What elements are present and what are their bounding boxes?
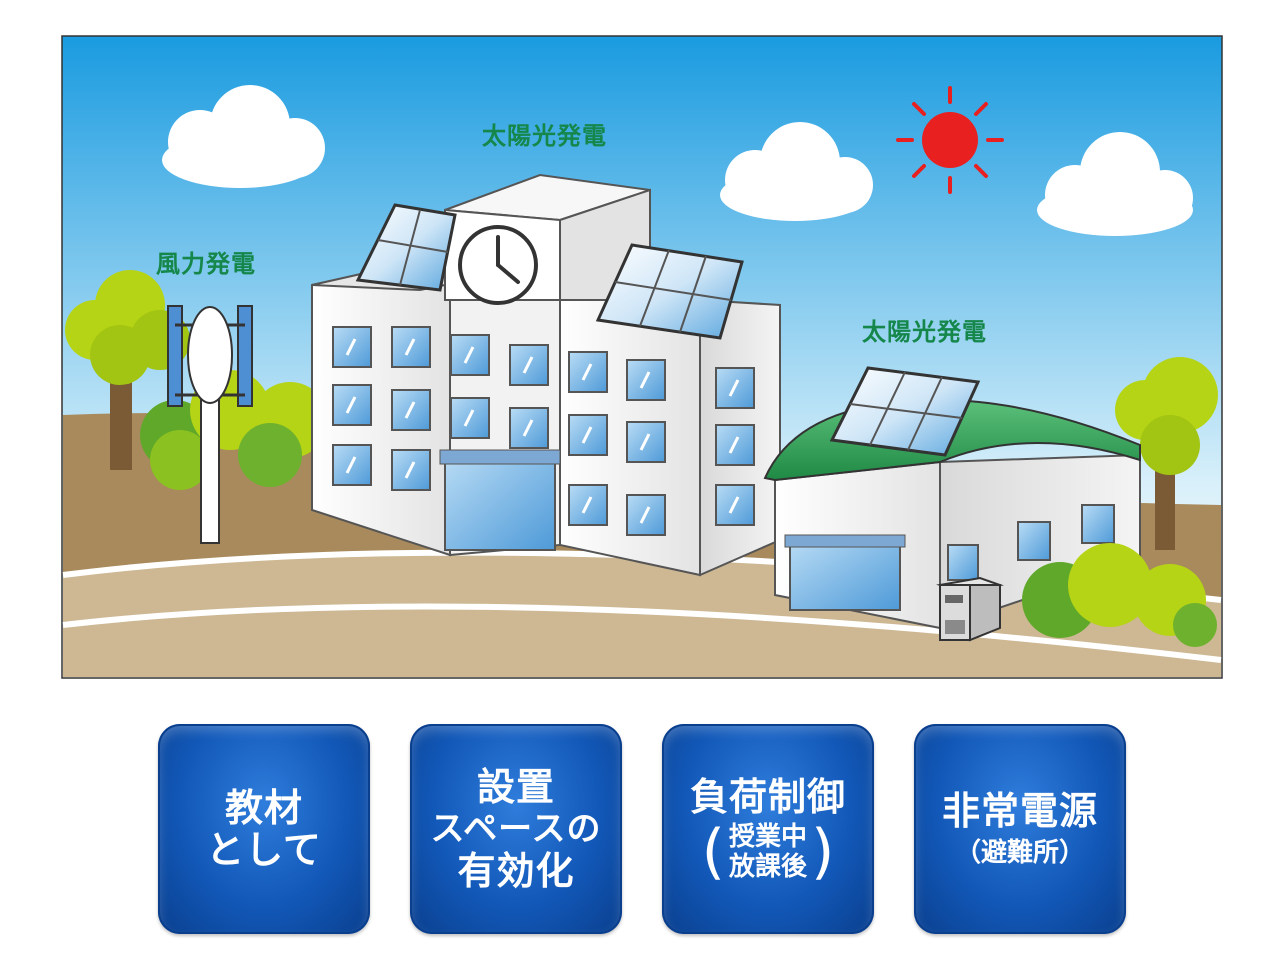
tile-3-paren-group: ( 授業中 放課後 ) xyxy=(702,822,835,882)
window-glare xyxy=(639,433,651,451)
feature-tiles: 教材 として 設置 スペースの 有効化 負荷制御 ( 授業中 放課後 ) 非常電… xyxy=(0,720,1280,940)
window-glare xyxy=(728,379,740,397)
cloud-center xyxy=(720,122,873,221)
tile-load-control: 負荷制御 ( 授業中 放課後 ) xyxy=(662,724,874,934)
school-energy-illustration xyxy=(61,35,1223,679)
window-glare xyxy=(581,426,593,444)
cloud-left xyxy=(162,85,325,188)
window-glare xyxy=(463,409,475,427)
tile-teaching-material: 教材 として xyxy=(158,724,370,934)
window-glare xyxy=(345,338,357,356)
power-conditioner-icon xyxy=(936,576,1004,642)
tile-2-line-3: 有効化 xyxy=(457,849,575,893)
window-glare xyxy=(728,496,740,514)
window-glare xyxy=(581,496,593,514)
clock-icon xyxy=(458,225,538,305)
illustration-scene xyxy=(61,35,1223,679)
tile-3-paren-line-2: 放課後 xyxy=(728,852,807,882)
solar-label-main: 太陽光発電 xyxy=(482,122,607,150)
tile-4-sub: （避難所） xyxy=(954,838,1085,868)
window-glare xyxy=(404,338,416,356)
window-glare xyxy=(728,436,740,454)
window-glare xyxy=(404,461,416,479)
window-glare xyxy=(463,346,475,364)
tile-3-paren-line-1: 授業中 xyxy=(728,822,807,852)
tile-2-line-2: スペースの xyxy=(430,809,602,849)
window-glare xyxy=(639,506,651,524)
window-glare xyxy=(404,401,416,419)
wind-label: 風力発電 xyxy=(156,250,256,278)
tile-3-title: 負荷制御 xyxy=(689,775,846,819)
solar-panel-gym xyxy=(829,366,981,457)
left-paren: ( xyxy=(701,817,725,887)
tree-left xyxy=(65,270,190,470)
window-glare xyxy=(522,356,534,374)
bush-right xyxy=(1022,543,1217,647)
tile-space-utilization: 設置 スペースの 有効化 xyxy=(410,724,622,934)
window-glare xyxy=(522,419,534,437)
wind-turbine-icon xyxy=(167,305,253,544)
window-glare xyxy=(345,396,357,414)
road-line-bottom xyxy=(62,603,1222,663)
window-glare xyxy=(581,363,593,381)
tile-1-line-2: として xyxy=(206,828,322,872)
school-window xyxy=(715,424,755,466)
solar-panel-school-left xyxy=(355,203,457,292)
right-paren: ) xyxy=(811,817,835,887)
tile-4-title: 非常電源 xyxy=(941,789,1098,833)
tile-emergency-power: 非常電源 （避難所） xyxy=(914,724,1126,934)
tree-right xyxy=(1115,357,1218,550)
window-glare xyxy=(639,371,651,389)
solar-panel-school-right xyxy=(595,243,744,340)
cloud-right xyxy=(1037,132,1193,236)
school-windows xyxy=(332,326,755,536)
window-glare xyxy=(345,456,357,474)
solar-label-gym: 太陽光発電 xyxy=(862,318,987,346)
tile-1-line-1: 教材 xyxy=(224,786,303,830)
tile-2-line-1: 設置 xyxy=(476,765,555,809)
sun-icon xyxy=(896,86,1004,194)
